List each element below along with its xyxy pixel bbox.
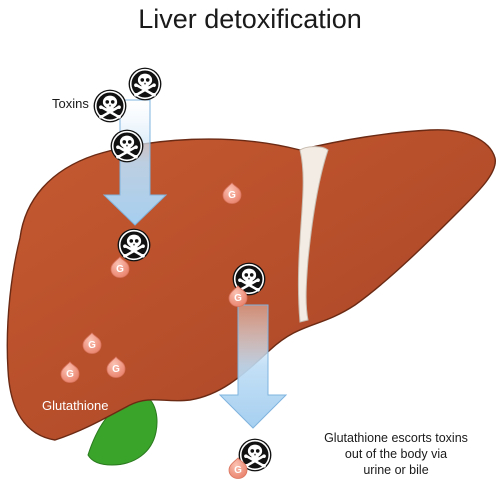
escort-line-1: Glutathione escorts toxins (324, 431, 468, 445)
glutathione-letter: G (116, 264, 124, 275)
glutathione-molecule-icon: G (82, 332, 102, 354)
skull-crossbones-icon (93, 89, 127, 123)
glutathione-letter: G (112, 364, 120, 375)
falciform-ligament (298, 146, 329, 323)
escort-line-3: urine or bile (363, 463, 428, 477)
toxins-label: Toxins (52, 96, 89, 111)
down-arrow-icon (218, 304, 288, 429)
glutathione-letter: G (234, 293, 242, 304)
glutathione-molecule-icon: G (110, 256, 130, 278)
glutathione-letter: G (228, 190, 236, 201)
escort-line-2: out of the body via (345, 447, 447, 461)
glutathione-label: Glutathione (42, 398, 109, 413)
down-arrow-icon (102, 99, 168, 226)
glutathione-letter: G (88, 340, 96, 351)
page-title: Liver detoxification (138, 4, 362, 34)
glutathione-molecule-icon: G (60, 361, 80, 383)
skull-crossbones-icon (128, 67, 162, 101)
glutathione-letter: G (234, 465, 242, 476)
glutathione-molecule-icon: G (106, 356, 126, 378)
escort-description: Glutathione escorts toxins out of the bo… (324, 431, 468, 477)
skull-crossbones-icon (117, 228, 151, 262)
glutathione-letter: G (66, 369, 74, 380)
skull-crossbones-icon (110, 129, 144, 163)
glutathione-molecule-icon: G (228, 457, 248, 479)
glutathione-molecule-icon: G (222, 182, 242, 204)
glutathione-molecule-icon: G (228, 285, 248, 307)
